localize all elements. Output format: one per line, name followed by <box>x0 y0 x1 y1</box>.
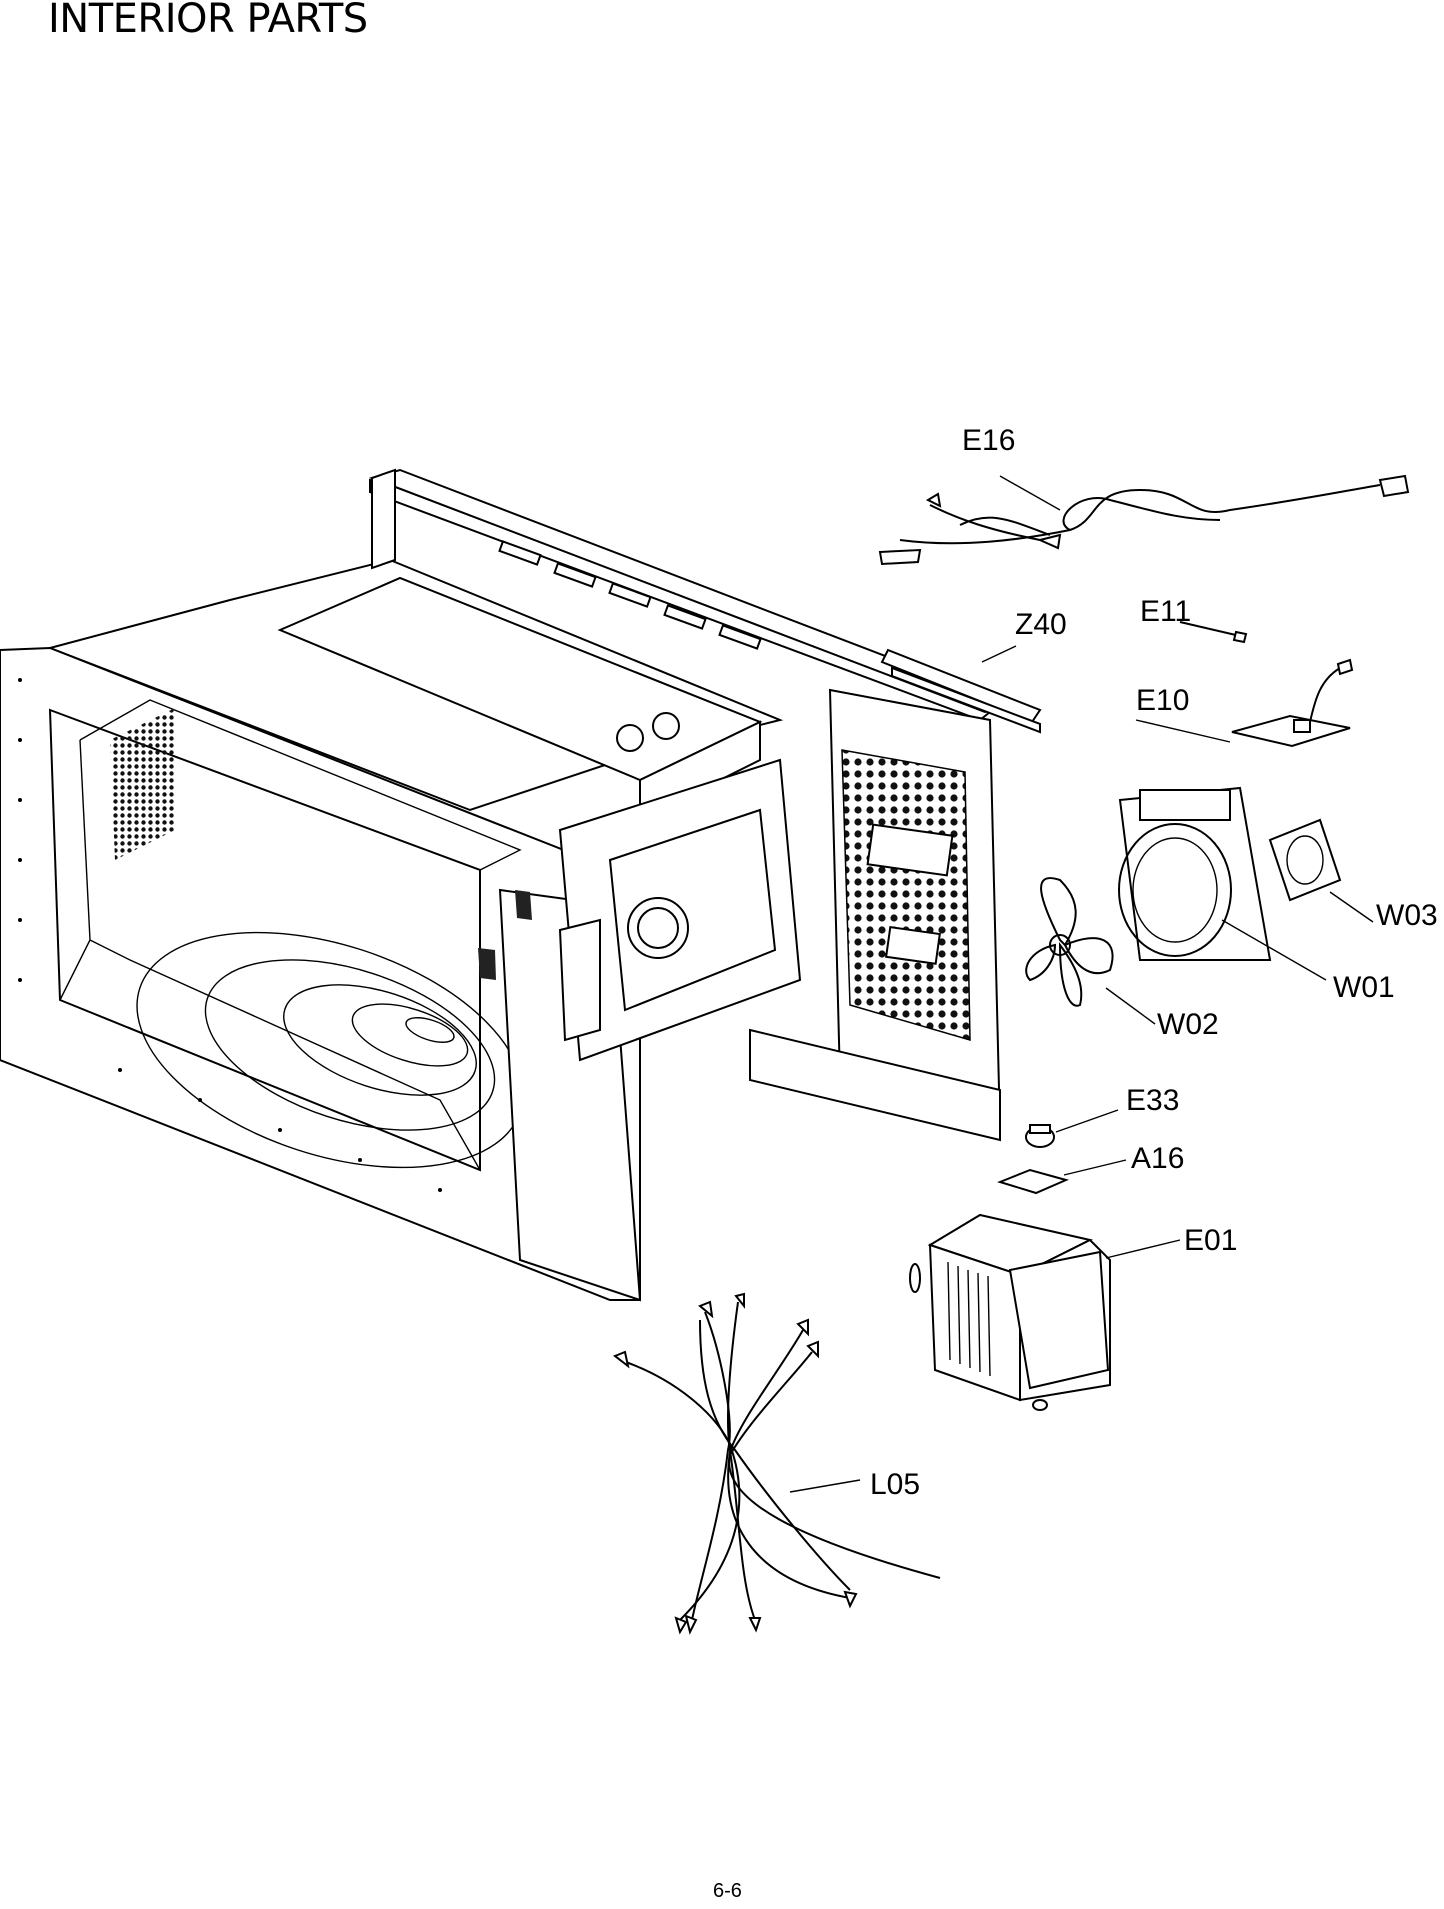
wire-harness-l05 <box>612 1292 941 1635</box>
page-title: INTERIOR PARTS <box>48 0 368 42</box>
pcb-e10 <box>1231 658 1354 748</box>
callout-e01: E01 <box>1184 1224 1237 1257</box>
fan-motor-w03 <box>1268 818 1342 902</box>
callout-e33: E33 <box>1126 1084 1179 1117</box>
fan-shroud-w01 <box>1118 786 1272 961</box>
bracket-z40 <box>880 648 1042 734</box>
callout-e16: E16 <box>962 424 1015 457</box>
callout-a16: A16 <box>1131 1142 1184 1175</box>
page-number: 6-6 <box>713 1880 742 1902</box>
leader-lines <box>789 475 1374 1493</box>
sensor-e11 <box>1179 621 1248 644</box>
thermostat-e33 <box>1025 1124 1055 1148</box>
fan-blade-w02 <box>1025 877 1114 1007</box>
callout-w02: W02 <box>1157 1008 1219 1041</box>
plate-a16 <box>996 1168 1069 1195</box>
power-cord-e16 <box>878 474 1410 566</box>
callout-labels: E16 Z40 E11 E10 W03 W01 W02 E33 A16 E01 … <box>870 424 1438 1501</box>
callout-z40: Z40 <box>1015 608 1067 641</box>
callout-w03: W03 <box>1376 899 1438 932</box>
callout-l05: L05 <box>870 1468 920 1501</box>
oven-cavity-assembly <box>0 468 1002 1302</box>
callout-e11: E11 <box>1140 595 1191 628</box>
magnetron-e01 <box>909 1213 1111 1411</box>
callout-e10: E10 <box>1136 684 1189 717</box>
callout-w01: W01 <box>1333 971 1395 1004</box>
